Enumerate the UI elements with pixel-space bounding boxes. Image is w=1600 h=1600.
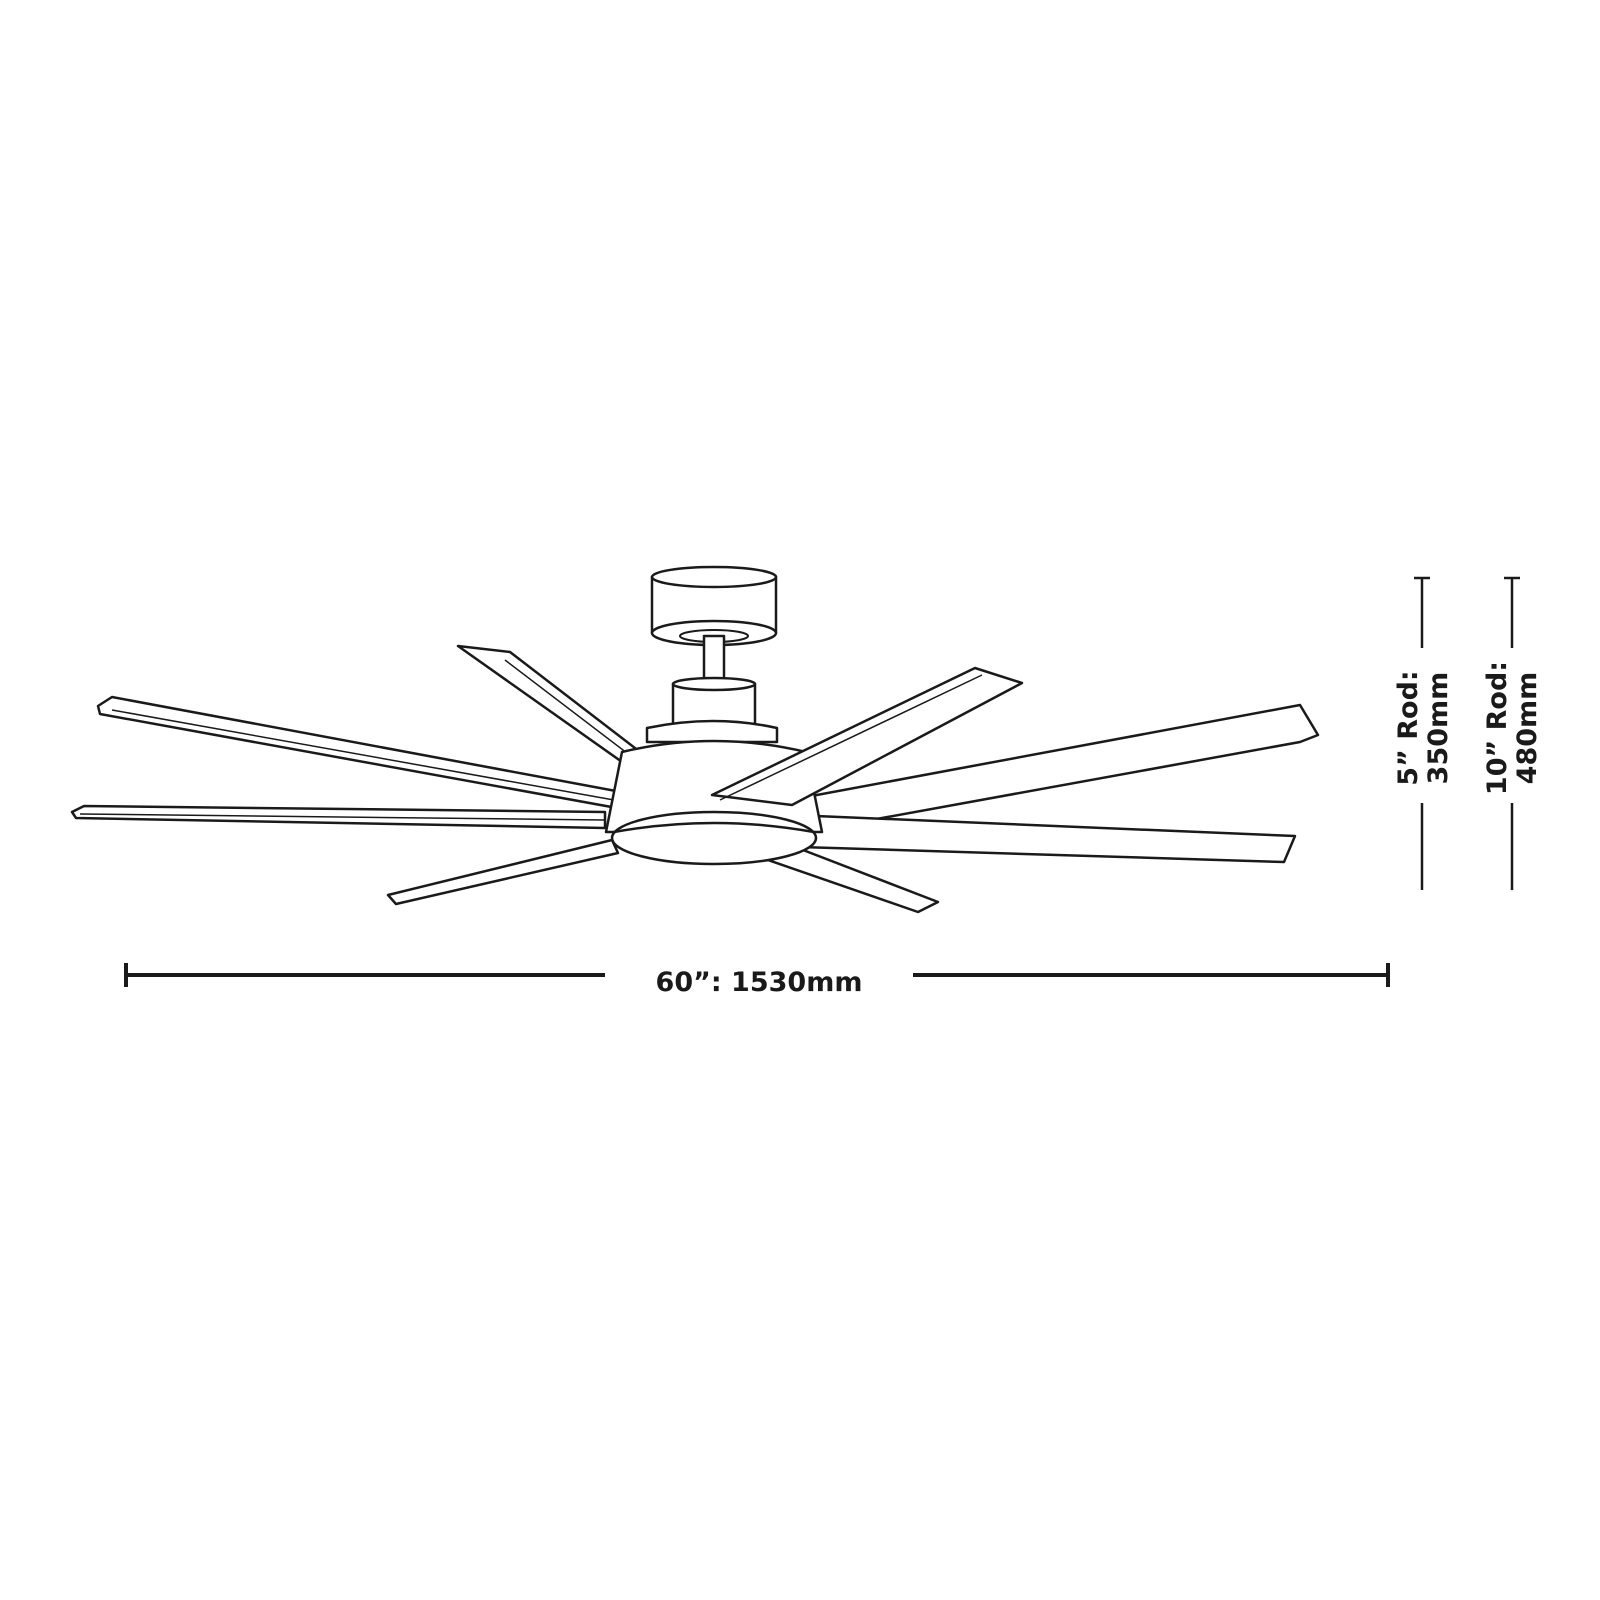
blade-left-lower: [386, 838, 620, 906]
rod-5-label: 5” Rod: 350mm: [1393, 670, 1454, 786]
fan-blades: [70, 644, 1320, 914]
width-label: 60”: 1530mm: [655, 967, 863, 998]
blade-left-upper-long: [96, 695, 634, 812]
light-cover: [610, 810, 818, 866]
rod-10-label: 10” Rod: 480mm: [1482, 660, 1543, 796]
blade-right-lower: [790, 813, 1297, 864]
rod-10-title: 10” Rod:: [1482, 660, 1513, 796]
down-rod: [702, 634, 726, 684]
motor-collar: [645, 719, 779, 744]
rod-5-value: 350mm: [1423, 671, 1454, 785]
rod-10-value: 480mm: [1512, 671, 1543, 785]
blade-upper-right: [710, 666, 1024, 807]
rod-5-title: 5” Rod:: [1393, 670, 1424, 786]
dimension-lines: [124, 576, 1520, 987]
fan-body: [604, 565, 1024, 866]
